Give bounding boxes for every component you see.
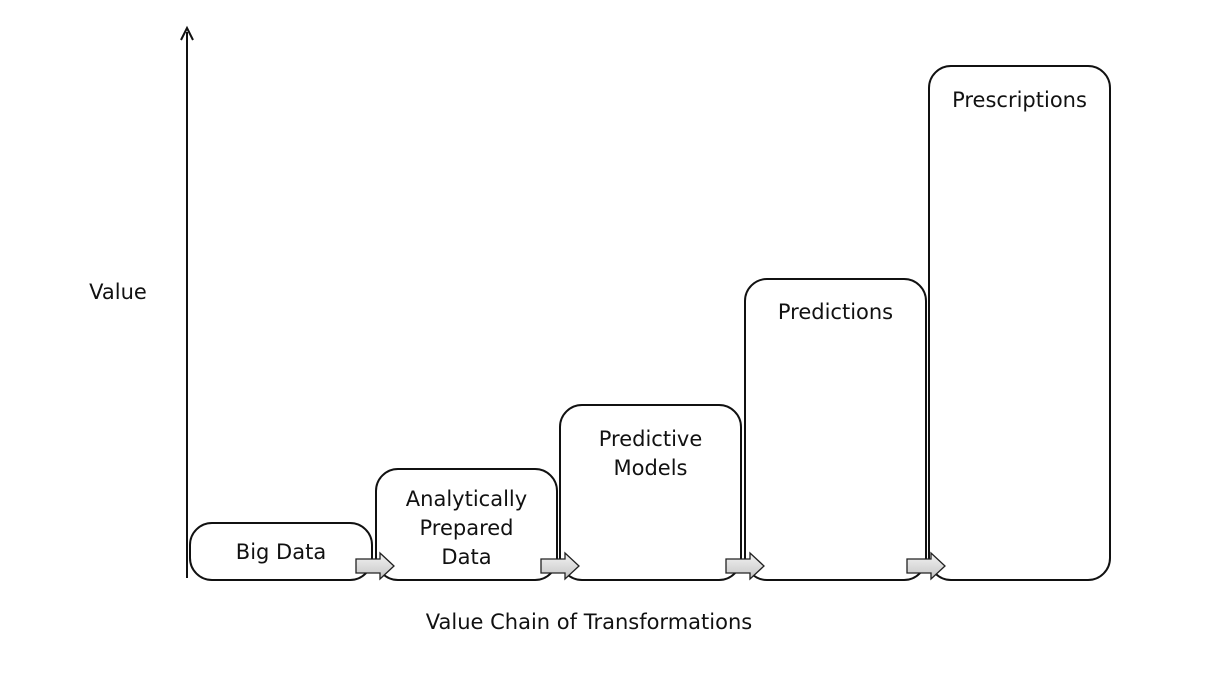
stage-box <box>928 65 1111 581</box>
stage-box <box>559 404 742 581</box>
stage-box <box>375 468 558 581</box>
stage-label: Predictions <box>778 300 893 324</box>
stage-box <box>189 522 373 581</box>
stage-label: Models <box>614 456 688 480</box>
stage-label: Prepared <box>419 516 513 540</box>
right-arrow-icon <box>725 551 765 581</box>
stage-label: Prescriptions <box>952 88 1087 112</box>
right-arrow-icon <box>355 551 395 581</box>
right-arrow-icon <box>540 551 580 581</box>
y-axis-arrowhead-icon <box>180 25 194 41</box>
stage-box <box>744 278 927 581</box>
stage-label: Analytically <box>406 487 527 511</box>
stage-label: Big Data <box>236 540 326 564</box>
right-arrow-icon <box>906 551 946 581</box>
stage-label: Data <box>441 545 491 569</box>
stage-label: Predictive <box>599 427 703 451</box>
x-axis-label: Value Chain of Transformations <box>426 610 752 634</box>
y-axis-label: Value <box>89 280 147 304</box>
